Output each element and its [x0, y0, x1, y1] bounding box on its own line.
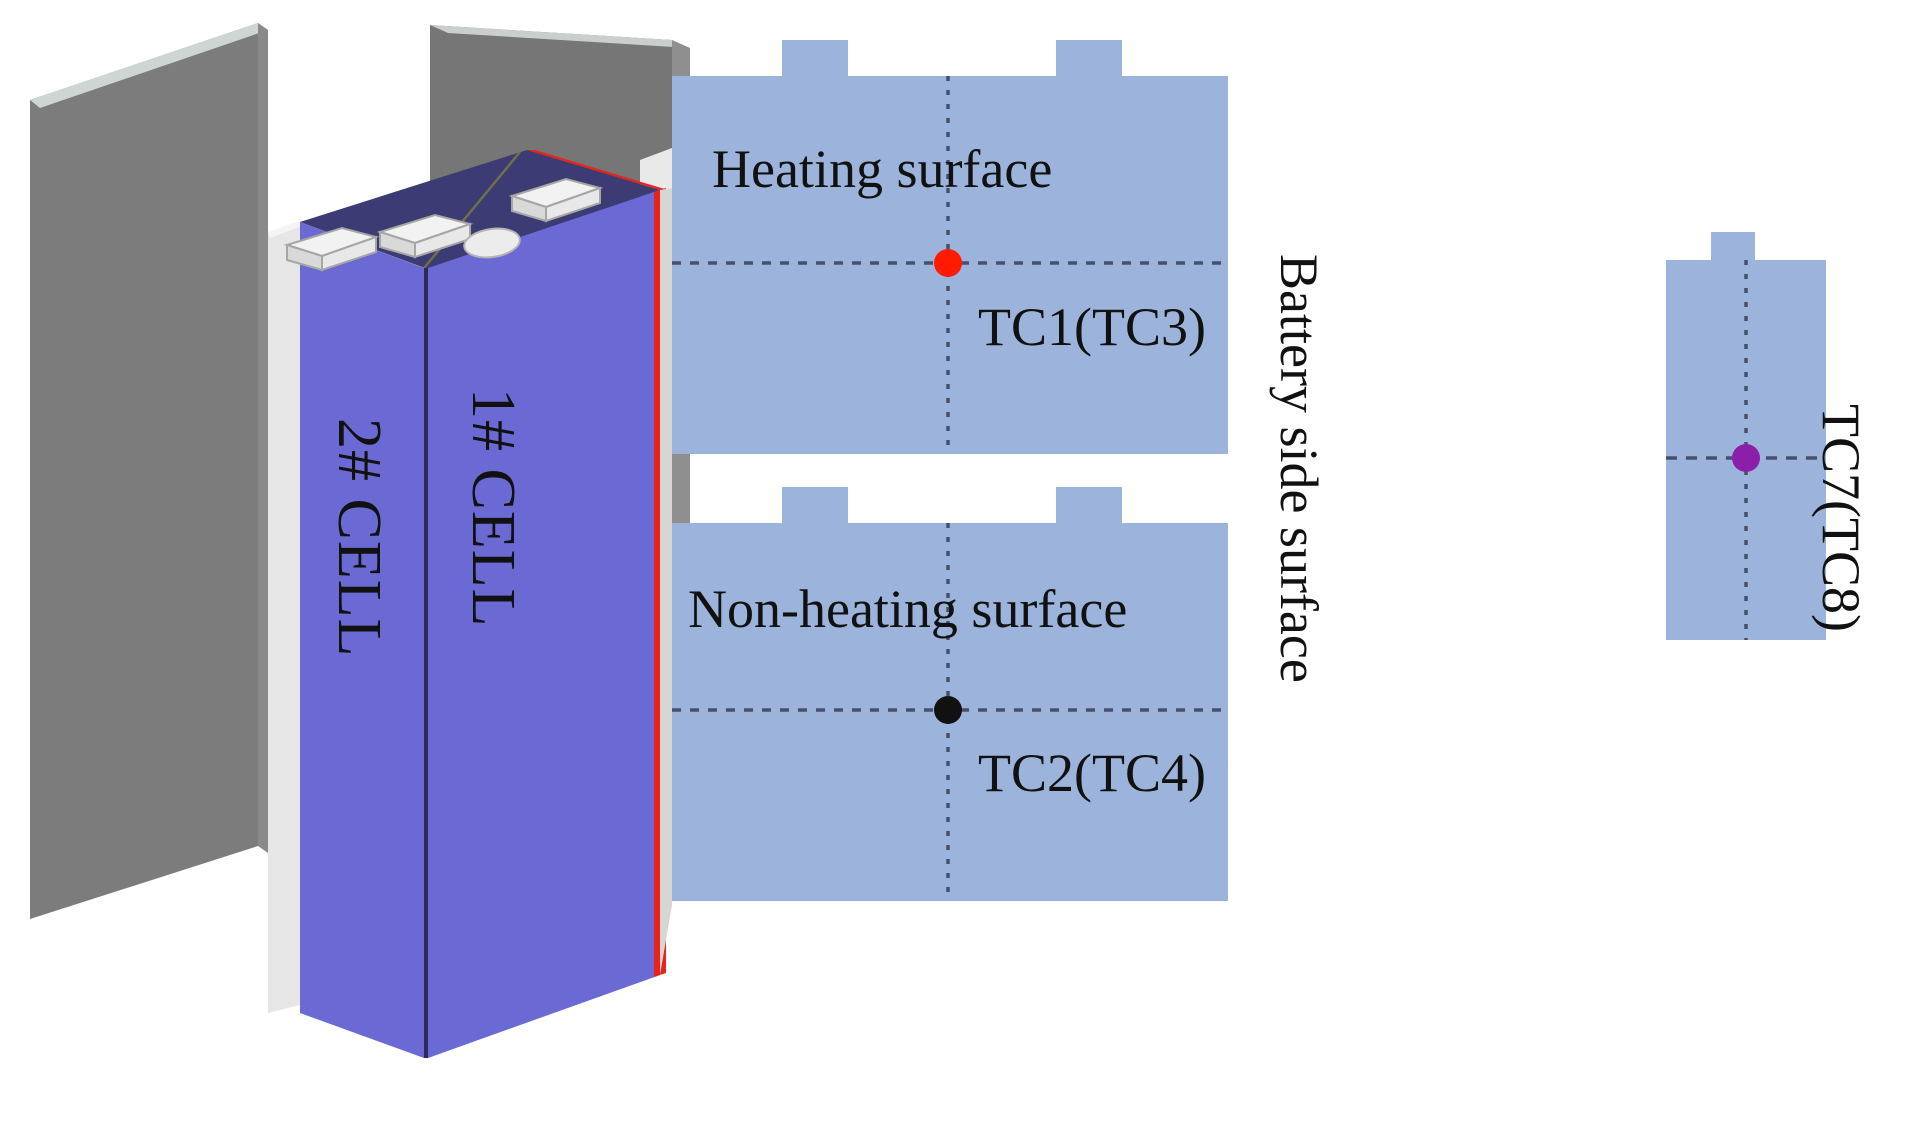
terminal-group: [283, 177, 604, 272]
non-heating-surface-title: Non-heating surface: [688, 579, 1128, 639]
tc2-tc4-dot[interactable]: [934, 696, 962, 724]
spacer-left: [268, 221, 300, 1013]
clamp-plate-left: [30, 23, 258, 919]
side-surface-title: Battery side surface: [1269, 254, 1329, 683]
cell-2-label: 2# CELL: [325, 418, 393, 658]
cell-2-front-face[interactable]: [300, 222, 424, 1058]
cell-1-label: 1# CELL: [459, 388, 527, 628]
tc1-tc3-label: TC1(TC3): [978, 297, 1206, 357]
clamp-plate-left-top-edge: [30, 23, 268, 108]
side-surface-panel: [1666, 232, 1826, 640]
side-tab: [1711, 232, 1755, 262]
terminal-block-1: [376, 213, 474, 259]
clamp-plate-left-inner-face: [258, 23, 268, 853]
heating-surface-title: Heating surface: [712, 139, 1053, 199]
heating-surface-panel: [672, 40, 1228, 454]
clamp-plate-right-top-edge: [430, 25, 690, 48]
spacer-left-edge: [268, 221, 302, 238]
tc1-tc3-dot[interactable]: [934, 249, 962, 277]
non-heating-tab-right: [1056, 487, 1122, 525]
safety-vent: [463, 227, 521, 259]
red-heater-edge-top: [527, 150, 668, 190]
heating-tab-right: [1056, 40, 1122, 78]
non-heating-surface-panel: [672, 487, 1228, 901]
tc2-tc4-label: TC2(TC4): [978, 743, 1206, 803]
tc7-tc8-dot[interactable]: [1732, 444, 1760, 472]
pack-right-side-shade: [660, 188, 672, 975]
battery-module-3d: [30, 23, 690, 1058]
terminal-block-2: [508, 177, 604, 223]
heating-tab-left: [782, 40, 848, 78]
terminal-block-3: [283, 226, 380, 272]
cell-1-front-face[interactable]: [428, 190, 660, 1058]
tc7-tc8-label: TC7(TC8): [1811, 404, 1871, 632]
non-heating-tab-left: [782, 487, 848, 525]
